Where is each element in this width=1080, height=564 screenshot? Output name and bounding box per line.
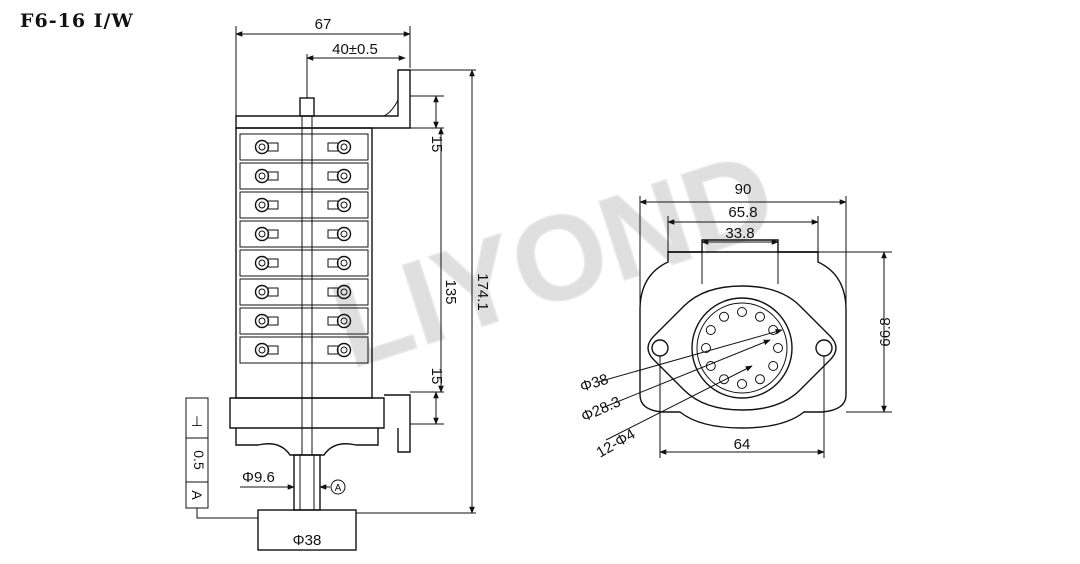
terminal-screw-right — [336, 226, 352, 242]
terminal-rows — [239, 133, 369, 364]
terminal-screw-right — [336, 197, 352, 213]
terminal-screw-left — [254, 284, 270, 300]
terminal-screw-left — [254, 139, 270, 155]
shaft-top-stub — [299, 97, 315, 117]
dim-overall-width-top: 90 — [735, 181, 752, 198]
bottom-bracket — [229, 397, 385, 429]
pitch-hole — [737, 379, 747, 389]
dim-overall-height: 174.1 — [474, 273, 491, 311]
dim-overall-width: 67 — [315, 16, 332, 33]
dim-holes: 12-Φ4 — [594, 426, 639, 462]
mounting-hub — [235, 428, 379, 456]
shaft — [293, 454, 321, 511]
terminal-row — [239, 162, 369, 190]
dim-body-height: 135 — [442, 279, 459, 304]
dim-shaft-diameter: Φ9.6 — [242, 469, 275, 486]
dim-shaft-offset: 40±0.5 — [332, 41, 378, 58]
pitch-hole — [737, 307, 747, 317]
top-bracket-inner — [383, 99, 399, 117]
dim-height: 66.8 — [877, 317, 894, 346]
terminal-screw-right — [336, 139, 352, 155]
terminal-screw-left — [254, 342, 270, 358]
terminal-screw-left — [254, 197, 270, 213]
dim-pitch-circle: Φ28.3 — [579, 393, 624, 425]
mounting-hole-left — [651, 339, 669, 357]
dim-bottom-gap: 15 — [428, 368, 445, 385]
pitch-hole — [719, 374, 729, 385]
mounting-hole-right — [815, 339, 833, 357]
terminal-row — [239, 278, 369, 306]
pitch-hole — [719, 311, 729, 322]
pitch-hole — [701, 343, 711, 353]
pitch-hole — [755, 374, 765, 385]
dim-top-gap: 15 — [428, 136, 445, 153]
dim-outer-circle: Φ38 — [578, 371, 611, 396]
terminal-row — [239, 336, 369, 364]
side-view: 67 40±0.5 15 135 15 174.1 Φ9.6 A Φ38 — [185, 16, 491, 551]
terminal-screw-right — [336, 168, 352, 184]
terminal-screw-left — [254, 168, 270, 184]
pitch-hole — [705, 325, 716, 335]
outer-circle — [691, 297, 793, 399]
terminal-screw-left — [254, 313, 270, 329]
dim-hole-spacing: 64 — [734, 436, 751, 453]
dim-inner-width: 33.8 — [725, 225, 754, 242]
knob — [257, 509, 357, 551]
drawing-title: F6-16 I/W — [20, 10, 134, 32]
datum-symbol — [330, 479, 346, 495]
tolerance-value: 0.5 — [191, 450, 207, 470]
pitch-hole — [768, 361, 779, 371]
terminal-row — [239, 220, 369, 248]
dim-bracket-width: 65.8 — [728, 204, 757, 221]
dim-knob-diameter: Φ38 — [293, 532, 322, 549]
pitch-holes — [701, 307, 783, 389]
watermark: LIYOND — [316, 126, 790, 395]
terminal-row — [239, 191, 369, 219]
top-bracket — [235, 69, 411, 129]
tolerance-datum: A — [189, 490, 205, 500]
mounting-plate — [647, 285, 837, 411]
pitch-hole — [755, 311, 765, 322]
terminal-screw-left — [254, 226, 270, 242]
terminal-row — [239, 307, 369, 335]
terminal-screw-left — [254, 255, 270, 271]
watermark-text: LIYOND — [317, 126, 790, 394]
pitch-hole — [773, 343, 783, 353]
tolerance-frame: ⊥ 0.5 A — [185, 397, 258, 519]
datum-label: A — [335, 483, 342, 494]
tolerance-symbol: ⊥ — [191, 413, 203, 429]
bottom-bracket-tab — [384, 394, 411, 453]
terminal-row — [239, 249, 369, 277]
terminal-row — [239, 133, 369, 161]
